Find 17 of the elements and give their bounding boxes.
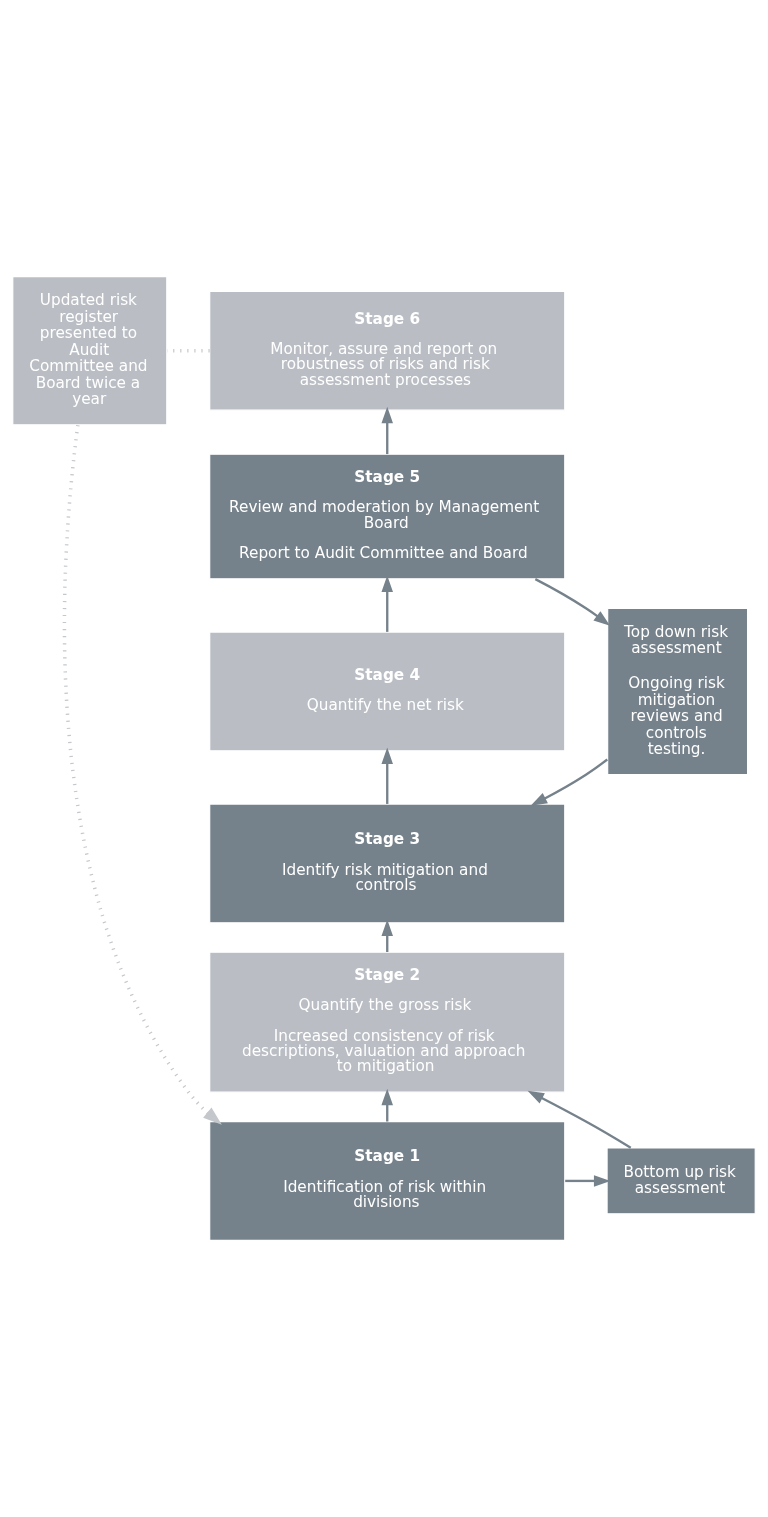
node-box: Bottom up risk assessment bbox=[606, 1147, 756, 1215]
arrow bbox=[381, 747, 393, 804]
node-box: Stage 5 Review and moderation by Management Board Report to Audit Committee and Board bbox=[209, 453, 566, 580]
node-box: Stage 4 Quantify the net risk bbox=[209, 631, 566, 752]
arrow bbox=[62, 425, 222, 1125]
node-box: Stage 3 Identify risk mitigation and controls bbox=[209, 803, 566, 924]
node-box: Stage 1 Identification of risk within divisions bbox=[209, 1120, 566, 1241]
arrow bbox=[565, 1175, 611, 1187]
node-box: Stage 6 Monitor, assure and report on robustness of risks and risk assessment processes bbox=[209, 290, 566, 411]
arrow bbox=[381, 575, 393, 632]
arrow bbox=[534, 578, 611, 626]
arrow bbox=[527, 1090, 632, 1149]
node-box: Updated risk register presented to Audit Committee and Board twice a year bbox=[12, 276, 168, 426]
arrow bbox=[381, 406, 393, 455]
node-box: Top down risk assessment Ongoing risk mitigation reviews and controls testing. bbox=[607, 607, 749, 776]
arrow bbox=[530, 758, 608, 806]
node-box: Stage 2 Quantify the gross risk Increased consistency of risk descriptions, valuation and approach to mitigation bbox=[209, 951, 566, 1093]
